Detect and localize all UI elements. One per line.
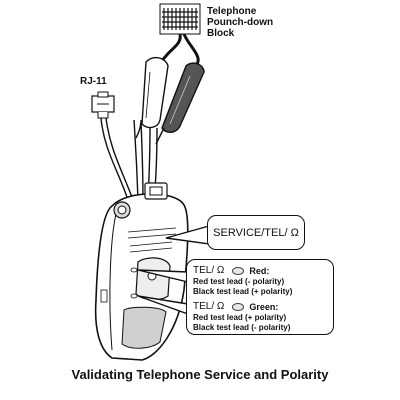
callout-pointers: [137, 225, 210, 315]
punch-down-block: [159, 3, 201, 35]
red-color-label: Red:: [249, 265, 270, 276]
service-mode-callout: SERVICE/TEL/ Ω: [207, 215, 305, 250]
service-mode-text: SERVICE/TEL/ Ω: [213, 226, 299, 239]
punch-down-block-label: Telephone Pounch-down Block: [207, 6, 317, 39]
block-label-line-2: Pounch-down: [207, 17, 274, 28]
tester-cables: [100, 117, 158, 201]
alligator-clip-right: [155, 62, 205, 145]
red-mode-label: TEL/ Ω: [193, 265, 225, 276]
tester-device: [94, 182, 189, 361]
red-line-2: Black test lead (+ polarity): [193, 287, 293, 296]
alligator-clip-left: [135, 56, 169, 139]
rj11-plug: [91, 91, 115, 119]
green-line-1: Red test lead (+ polarity): [193, 313, 287, 322]
green-polarity-group: TEL/ Ω Green: Red test lead (+ polarity)…: [193, 300, 333, 333]
green-color-label: Green:: [249, 301, 279, 312]
led-icon: [232, 266, 245, 275]
green-line-2: Black test lead (- polarity): [193, 323, 291, 332]
figure-caption: Validating Telephone Service and Polarit…: [71, 367, 329, 382]
red-line-1: Red test lead (- polarity): [193, 277, 285, 286]
red-polarity-group: TEL/ Ω Red: Red test lead (- polarity) B…: [193, 264, 333, 297]
green-mode-label: TEL/ Ω: [193, 301, 225, 312]
block-label-line-1: Telephone: [207, 6, 257, 17]
led-icon: [232, 302, 245, 311]
polarity-callout: TEL/ Ω Red: Red test lead (- polarity) B…: [186, 259, 334, 335]
block-label-line-3: Block: [207, 28, 235, 39]
rj11-label: RJ-11: [80, 76, 107, 87]
